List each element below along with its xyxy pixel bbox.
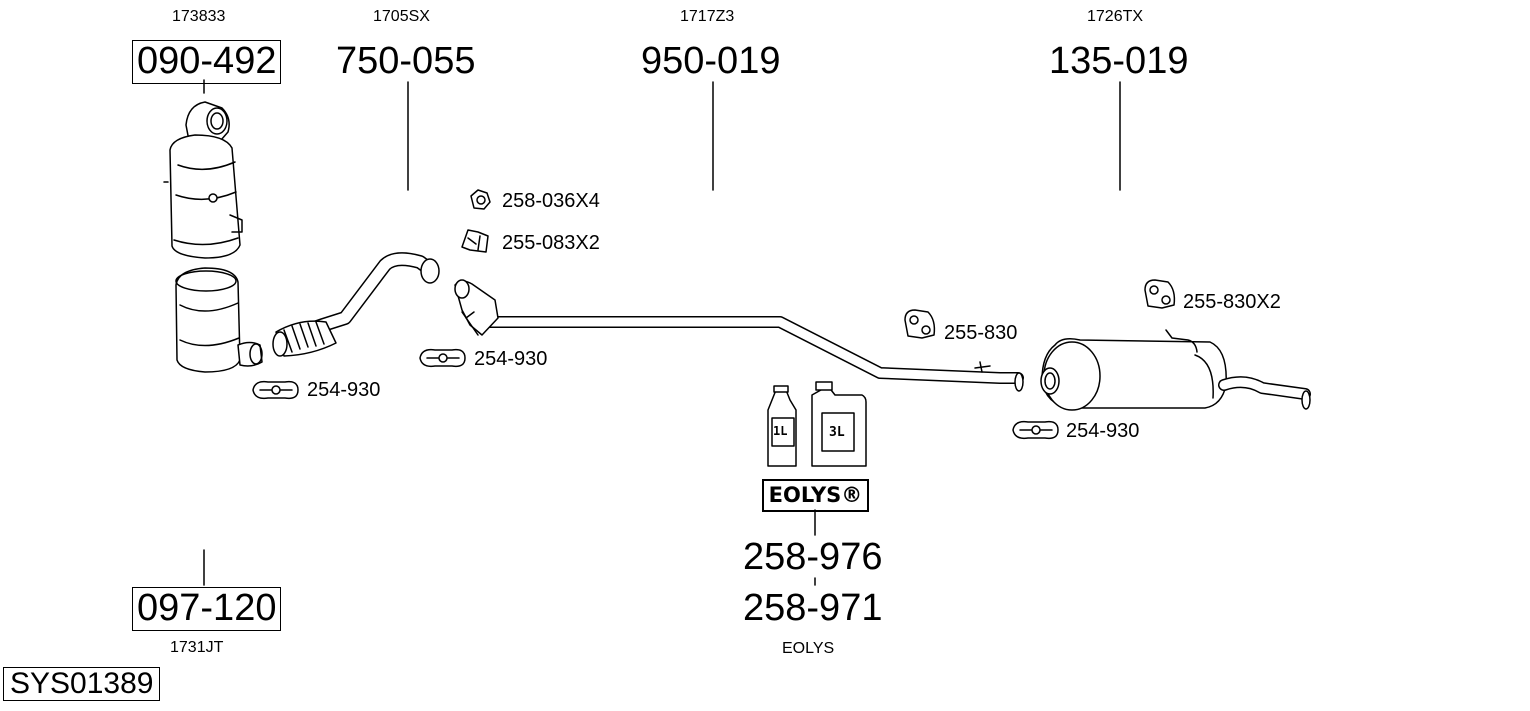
part-number: 950-019: [641, 40, 781, 82]
additive-bottle-small-icon: [767, 385, 797, 467]
part-ref: 1731JT: [170, 639, 224, 656]
part-number: 090-492: [132, 40, 282, 84]
intermediate-pipe-part: [454, 279, 1024, 392]
part-ref: 1705SX: [373, 8, 430, 25]
dpf-lower-part: [175, 267, 263, 373]
particulate-filter-part: [163, 101, 243, 259]
accessory-label-clamp: 254-930: [307, 379, 381, 401]
rear-muffler-part: [1040, 329, 1311, 411]
accessory-label-clamp: 254-930: [474, 348, 548, 370]
eolys-logo: EOLYS®: [762, 479, 869, 512]
part-number: 097-120: [132, 587, 282, 631]
part-number: 750-055: [336, 40, 476, 82]
part-ref: 1717Z3: [680, 8, 735, 25]
rubber-hanger-icon: [1144, 279, 1176, 309]
accessory-label-hanger: 255-830: [944, 322, 1018, 344]
additive-number: 258-976: [743, 536, 883, 578]
clamp-icon: [252, 380, 299, 400]
accessory-label-clamp: 254-930: [1066, 420, 1140, 442]
additive-number: 258-971: [743, 587, 883, 629]
front-pipe-part: [272, 252, 440, 357]
part-ref: 173833: [172, 8, 226, 25]
clamp-icon: [419, 348, 466, 368]
accessory-label-nut: 258-036X4: [502, 190, 600, 212]
rubber-hanger-icon: [904, 309, 936, 339]
large-bottle-label: 3L: [829, 425, 845, 440]
nut-icon: [470, 189, 491, 210]
bracket-icon: [461, 229, 489, 253]
system-code: SYS01389: [3, 667, 161, 701]
small-bottle-label: 1L: [773, 424, 788, 438]
additive-bottle-large-icon: [811, 381, 867, 467]
additive-ref: EOLYS: [782, 640, 835, 657]
clamp-icon: [1012, 420, 1059, 440]
part-number: 135-019: [1049, 40, 1189, 82]
part-ref: 1726TX: [1087, 8, 1144, 25]
leader-lines: [203, 79, 1121, 586]
accessory-label-bracket: 255-083X2: [502, 232, 600, 254]
accessory-label-hanger: 255-830X2: [1183, 291, 1281, 313]
